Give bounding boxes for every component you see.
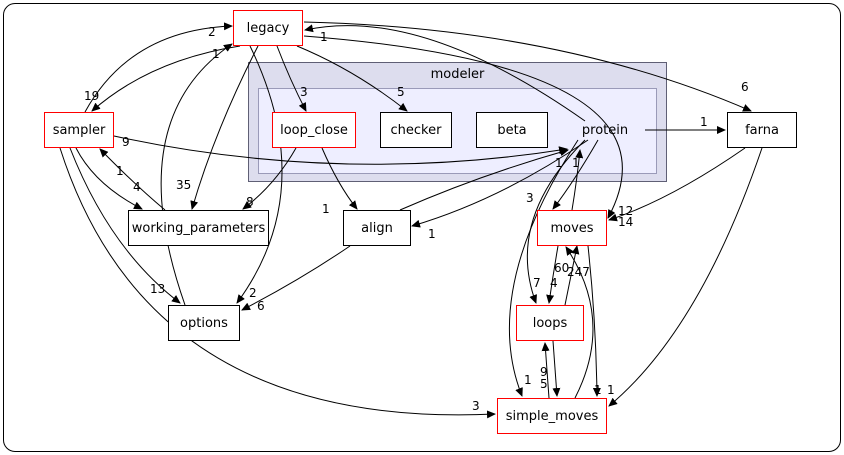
node-working-parameters[interactable]: working_parameters [128, 210, 269, 246]
edge-count-legacy-to-working_parameters: 35 [176, 178, 191, 192]
node-align[interactable]: align [343, 210, 411, 246]
edge-working_parameters-to-sampler [99, 148, 166, 211]
edge-count-legacy-to-farna: 6 [741, 80, 749, 94]
edge-count-loops-to-simple_moves: 5 [540, 377, 548, 391]
edge-count-loop_close-to-align: 1 [322, 202, 330, 216]
node-farna[interactable]: farna [727, 112, 797, 148]
edge-count-protein-to-loops: 7 [533, 276, 541, 290]
edge-count-farna-to-simple_moves: 1 [607, 383, 615, 397]
cluster-modeler-label: modeler [430, 67, 485, 82]
edge-count-options-to-legacy: 1 [212, 47, 220, 61]
edge-count-working_parameters-to-sampler: 1 [116, 164, 124, 178]
edge-align-to-options [241, 245, 351, 311]
node-moves[interactable]: moves [537, 210, 607, 246]
edge-count-protein-to-moves: 3 [526, 191, 534, 205]
edge-moves-to-loops [546, 245, 559, 304]
node-loops[interactable]: loops [516, 305, 584, 341]
edge-farna-to-simple_moves [608, 147, 763, 407]
edge-count-legacy-to-moves: 14 [618, 215, 633, 229]
edge-count-protein-to-farna: 1 [700, 115, 708, 129]
edge-count-sampler-to-legacy: 2 [208, 25, 216, 39]
edge-moves-to-simple_moves [587, 245, 601, 397]
node-checker[interactable]: checker [380, 112, 452, 148]
edge-count-protein-to-align: 1 [428, 227, 436, 241]
edge-count-farna-to-moves: 12 [618, 204, 633, 218]
edge-sampler-to-simple_moves [59, 147, 496, 419]
edge-count-sampler-to-working_parameters: 4 [133, 180, 141, 194]
node-beta[interactable]: beta [476, 112, 548, 148]
edge-count-legacy-to-options: 2 [249, 286, 257, 300]
edge-count-protein-to-simple_moves: 1 [524, 373, 532, 387]
edge-loops-to-simple_moves [552, 340, 561, 397]
node-legacy[interactable]: legacy [233, 10, 303, 46]
edge-simple_moves-to-loops [541, 342, 550, 399]
node-simple-moves[interactable]: simple_moves [497, 398, 607, 434]
edge-loops-to-moves [564, 245, 580, 306]
node-options[interactable]: options [168, 305, 240, 341]
edge-count-align-to-options: 6 [257, 299, 265, 313]
node-loop-close[interactable]: loop_close [272, 112, 356, 148]
edge-count-loop_close-to-working_parameters: 8 [246, 195, 254, 209]
node-protein: protein [581, 122, 629, 138]
node-sampler[interactable]: sampler [44, 112, 114, 148]
edge-count-sampler-to-simple_moves: 3 [472, 399, 480, 413]
edge-options-to-legacy [160, 43, 233, 306]
edge-count-simple_moves-to-moves: 60 [554, 261, 569, 275]
edge-legacy-to-sampler [91, 45, 241, 112]
edge-count-protein-to-legacy: 1 [320, 30, 328, 44]
edge-count-sampler-to-protein: 9 [122, 135, 130, 149]
edge-count-loops-to-moves: 247 [567, 265, 590, 279]
edge-sampler-to-working_parameters [75, 147, 143, 210]
edge-count-simple_moves-to-loops: 9 [540, 365, 548, 379]
edge-sampler-to-legacy [84, 22, 233, 113]
edge-count-legacy-to-sampler: 19 [84, 89, 99, 103]
edge-count-moves-to-simple_moves: 1 [594, 383, 602, 397]
edge-count-moves-to-loops: 4 [550, 276, 558, 290]
edge-count-sampler-to-options: 13 [150, 282, 165, 296]
